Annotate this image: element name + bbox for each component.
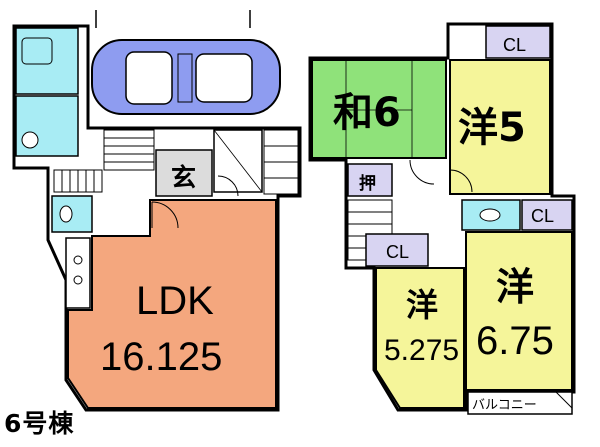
washitsu-room <box>311 59 447 159</box>
entrance-area <box>155 149 213 197</box>
yoshitsu-5-door <box>449 169 473 193</box>
toilet-icon-2f <box>479 208 501 222</box>
bathtub <box>21 37 53 65</box>
ldk-name: LDK <box>136 279 214 323</box>
stove-icon <box>73 275 83 285</box>
second-floor: 和6 洋5 CL 押 CL CL 洋 5.275 洋 6.75 バルコニー <box>308 22 576 415</box>
yoshitsu-5275-area: 5.275 <box>384 334 459 367</box>
washitsu-label: 和6 <box>333 90 401 136</box>
yoshitsu-5275-room <box>375 267 465 409</box>
oshiire-closet <box>347 163 393 197</box>
yoshitsu-5-room <box>449 59 551 195</box>
ldk-door <box>151 201 179 229</box>
ldk-room <box>67 199 277 409</box>
washbasin <box>21 131 39 149</box>
closet-right <box>521 199 573 231</box>
toilet-icon <box>59 205 73 223</box>
yoshitsu-675-name: 洋 <box>496 265 534 309</box>
washroom <box>15 95 79 157</box>
stairs-first-floor <box>53 129 155 193</box>
ldk-area: 16.125 <box>100 335 222 379</box>
closet-top <box>485 25 551 59</box>
closet-mid <box>365 233 429 267</box>
kitchen-counter <box>65 237 91 309</box>
washitsu-door <box>409 159 435 185</box>
first-floor: 玄 LDK 16.125 <box>12 10 302 412</box>
balcony <box>467 391 573 415</box>
closet-mid-label: CL <box>386 242 409 262</box>
porch-steps <box>263 129 299 195</box>
balcony-label: バルコニー <box>472 398 537 413</box>
yoshitsu-675-area: 6.75 <box>476 319 554 363</box>
toilet-room-2f <box>461 199 521 231</box>
yoshitsu-5275-name: 洋 <box>406 286 438 324</box>
building-caption: 6号棟 <box>4 409 75 438</box>
closet-right-label: CL <box>531 206 554 226</box>
oshiire-label: 押 <box>359 173 376 194</box>
closet-top-label: CL <box>503 35 526 55</box>
entrance-label: 玄 <box>171 163 196 192</box>
stove-icon <box>73 255 83 265</box>
car-icon <box>91 39 281 115</box>
yoshitsu-5-label: 洋5 <box>458 105 526 151</box>
yoshitsu-675-room <box>465 231 573 391</box>
entrance-door <box>217 175 239 197</box>
